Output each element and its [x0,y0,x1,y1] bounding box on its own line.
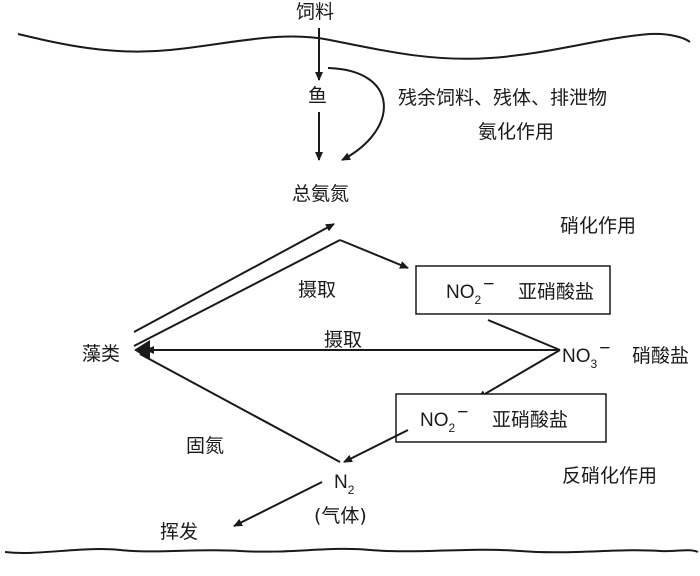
denitrification-label: 反硝化作用 [562,465,657,487]
nitrite-name-top: 亚硝酸盐 [518,281,594,303]
pond-bottom-line [4,547,699,554]
arrow-n2-to-volatilization [233,481,323,527]
water-surface-line [17,32,691,60]
n2-formula: N2 [334,472,355,497]
arrow-ammonia-to-nitrite [339,239,409,269]
nitrite-formula-bottom: NO2− [420,402,468,435]
nitrite-box-top [415,265,611,315]
volatilization-label: 挥发 [160,521,198,543]
line-nitrite-to-nitrate [487,319,561,351]
arrow-nitrate-to-nitrite [477,349,561,399]
arrow-algae-to-ammonia [133,223,335,333]
nitrite-name-bottom: 亚硝酸盐 [492,409,568,431]
algae-label: 藻类 [82,343,120,365]
nitrification-label: 硝化作用 [560,215,636,237]
nitrite-formula-top: NO2− [446,274,494,307]
ammonification-label: 氨化作用 [478,121,554,143]
nitrate-formula: NO3− [562,338,610,371]
nitrite-box-bottom [395,393,607,443]
gas-label: (气体) [314,505,367,527]
arrow-ammonification-loop [327,67,385,161]
feed-label: 饲料 [296,1,334,23]
total-ammonia-label: 总氨氮 [292,183,349,205]
line-ammonia-to-algae [133,239,341,347]
arrow-nitrite-to-n2 [343,429,409,463]
fish-label: 鱼 [308,85,327,107]
residue-label: 残余饲料、残体、排泄物 [398,87,607,109]
nitrate-name: 硝酸盐 [632,345,689,367]
algae-arrowhead [134,340,150,360]
uptake-label-middle: 摄取 [324,329,362,351]
nitrogen-fixation-label: 固氮 [186,435,224,457]
line-n2-to-algae [139,353,341,463]
uptake-label-upper: 摄取 [298,279,336,301]
